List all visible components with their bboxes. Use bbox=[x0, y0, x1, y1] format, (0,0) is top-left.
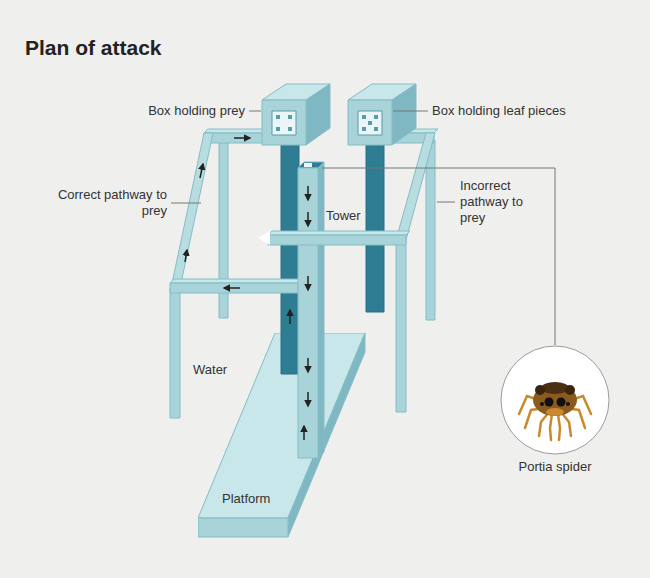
part-label: Tower bbox=[326, 208, 386, 224]
region-label: Water bbox=[193, 362, 263, 378]
pathway-label: Incorrect pathway to prey bbox=[460, 178, 534, 226]
part-label: Box holding prey bbox=[60, 103, 245, 119]
callout-circle bbox=[501, 346, 609, 454]
species-label: Portia spider bbox=[519, 459, 592, 475]
platform-front bbox=[198, 518, 288, 537]
platform-label: Platform bbox=[222, 491, 270, 507]
part-label: Box holding leaf pieces bbox=[432, 103, 642, 119]
title: Plan of attack bbox=[25, 36, 162, 60]
pathway-label: Correct pathway to prey bbox=[40, 187, 167, 219]
